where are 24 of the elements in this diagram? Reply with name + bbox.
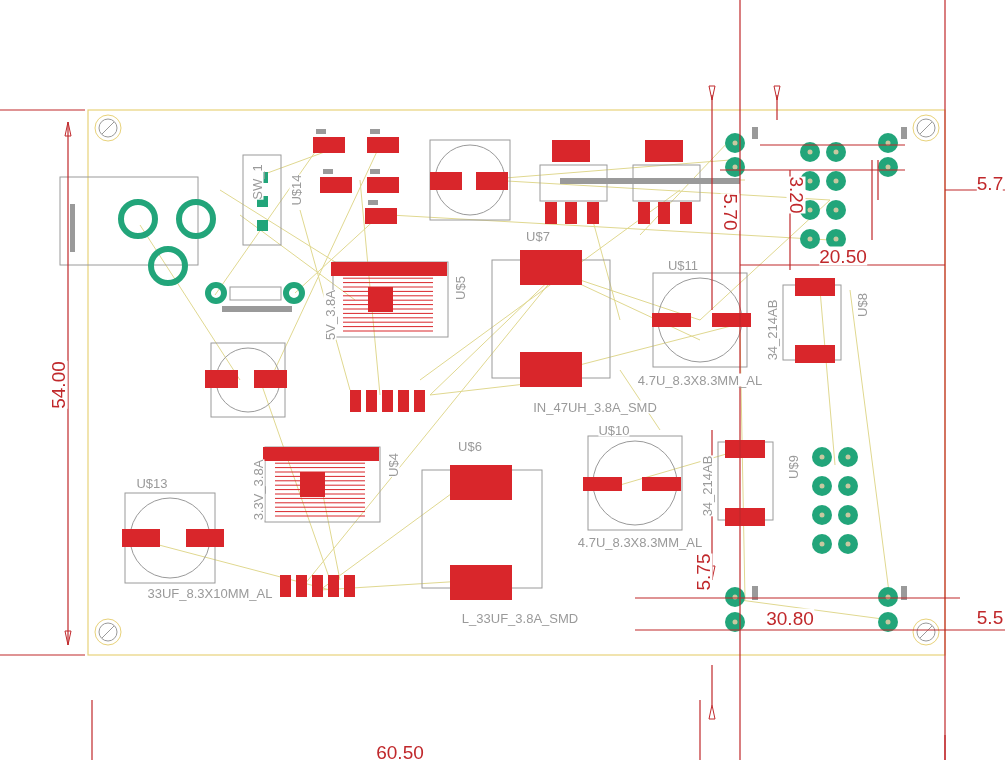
- dimension-value: 30.80: [766, 608, 814, 628]
- part-value: L_33UF_3.8A_SMD: [461, 611, 579, 625]
- part-name: U$11: [667, 258, 699, 272]
- part-name: U$10: [598, 423, 630, 437]
- part-name: U$8: [855, 293, 869, 317]
- dimension-value: 5.70: [720, 193, 740, 231]
- part-name: U$5: [453, 276, 467, 300]
- part-value: 4.7U_8.3X8.3MM_AL: [637, 373, 763, 387]
- part-name: SW_1: [250, 164, 264, 200]
- part-value: 3.3V_3.8A: [251, 459, 265, 521]
- part-name: U$7: [526, 229, 550, 243]
- part-value: 33UF_8.3X10MM_AL: [147, 586, 273, 600]
- part-value: 4.7U_8.3X8.3MM_AL: [577, 535, 703, 549]
- part-name: U$6: [458, 439, 482, 453]
- part-value: 5V_3.8A: [323, 290, 337, 340]
- dimension-value: 3.20: [786, 176, 806, 214]
- part-value: IN_47UH_3.8A_SMD: [533, 400, 657, 414]
- part-value: 34_214AB: [700, 455, 714, 517]
- part-value: 34_214AB: [765, 299, 779, 361]
- part-name: U$4: [386, 453, 400, 477]
- part-name: U$14: [289, 174, 303, 206]
- dimension-value: 20.50: [819, 246, 867, 266]
- part-name: U$9: [786, 455, 800, 479]
- part-name: U$13: [136, 476, 168, 490]
